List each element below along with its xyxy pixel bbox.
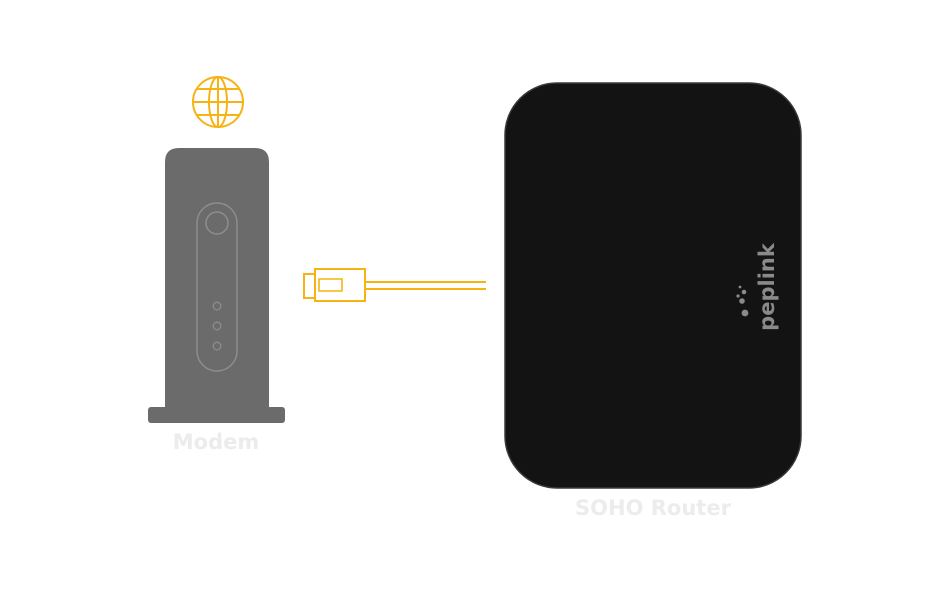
- peplink-logo: peplink: [755, 242, 779, 331]
- modem-led-2: [212, 321, 222, 331]
- modem-device: [148, 148, 285, 423]
- modem-front-panel: [196, 202, 238, 372]
- router-device: peplink: [504, 82, 802, 489]
- modem-led-3: [212, 341, 222, 351]
- modem-label: Modem: [172, 430, 260, 454]
- ethernet-connector-icon: [303, 268, 486, 302]
- modem-led-1: [212, 301, 222, 311]
- peplink-logo-dots: [736, 285, 749, 317]
- modem-power-button: [205, 211, 229, 235]
- modem-base: [148, 407, 285, 423]
- router-brand-text: peplink: [755, 242, 779, 331]
- router-body: [504, 82, 802, 489]
- modem-body: [165, 148, 269, 408]
- router-label: SOHO Router: [575, 496, 731, 520]
- globe-icon: [192, 76, 244, 128]
